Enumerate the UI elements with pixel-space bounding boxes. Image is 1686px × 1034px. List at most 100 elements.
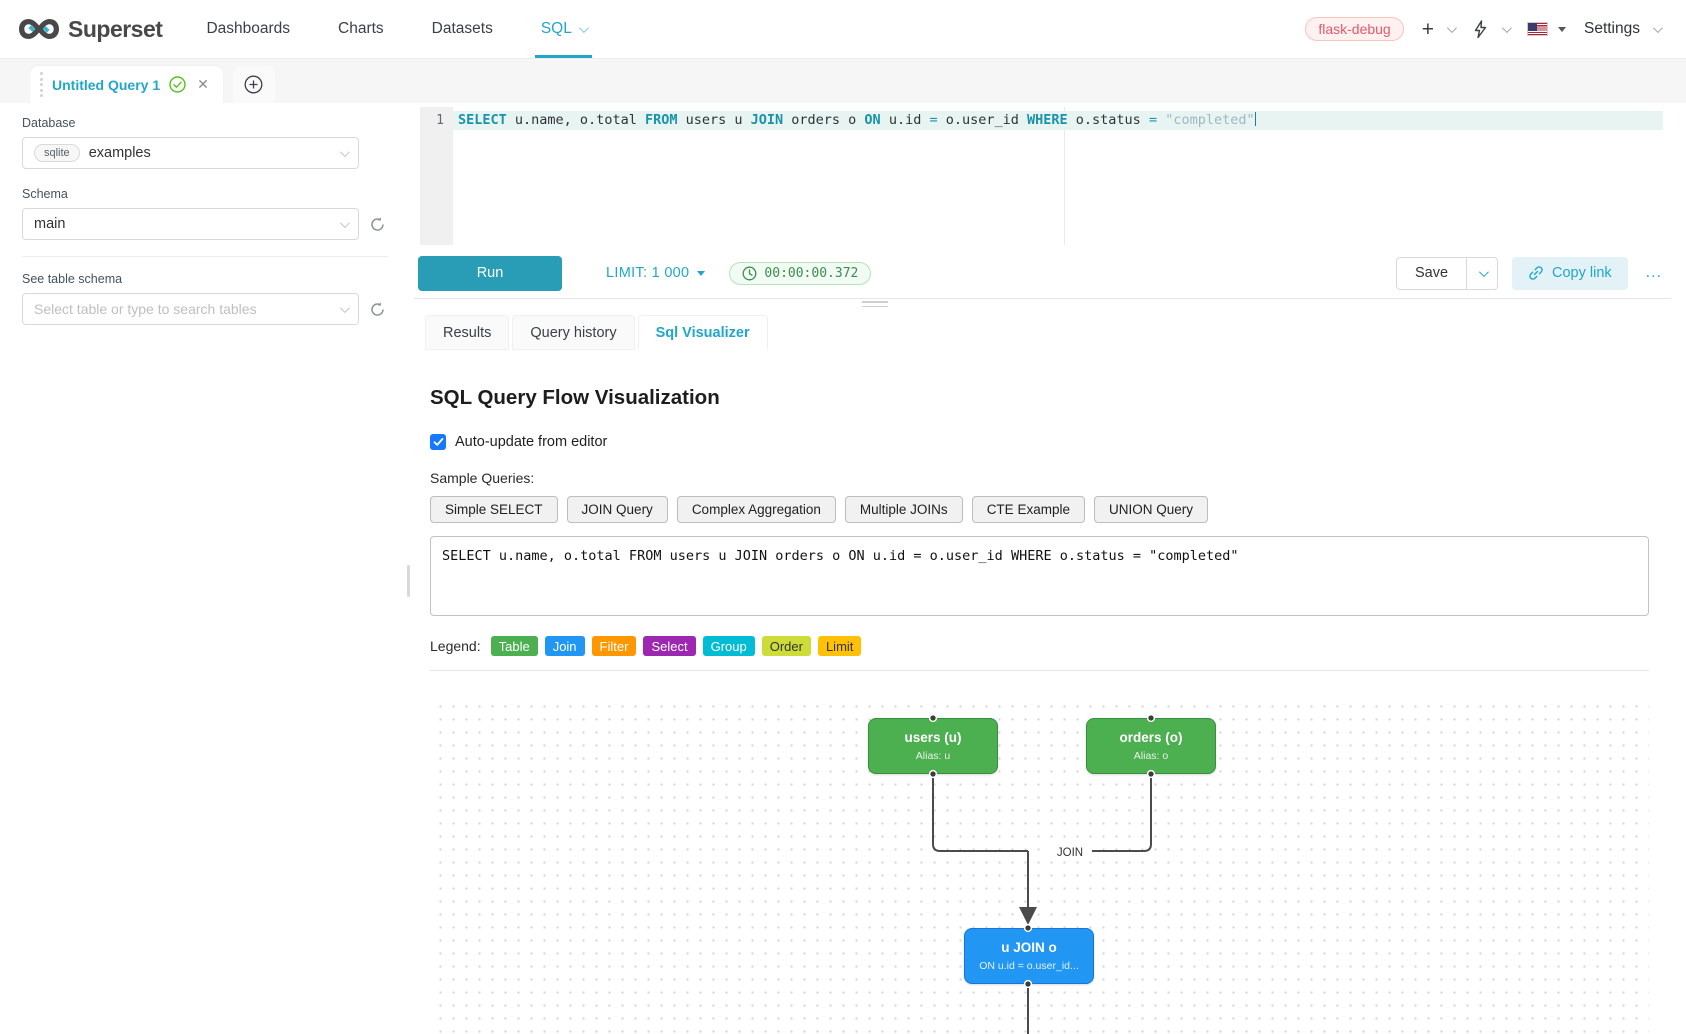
node-join[interactable]: u JOIN o ON u.id = o.user_id... xyxy=(964,928,1094,984)
superset-infinity-icon xyxy=(19,19,59,39)
sql-editor[interactable]: 1 SELECT u.name, o.total FROM users u JO… xyxy=(420,107,1663,245)
legend-order: Order xyxy=(761,636,811,656)
plus-circle-icon xyxy=(244,75,263,94)
refresh-tables-button[interactable] xyxy=(369,301,386,318)
refresh-icon xyxy=(371,301,384,316)
arrowhead-icon xyxy=(1019,907,1037,925)
node-orders-table[interactable]: orders (o) Alias: o xyxy=(1086,718,1216,774)
sqllab-main: 1 SELECT u.name, o.total FROM users u JO… xyxy=(410,103,1686,1034)
save-button[interactable]: Save xyxy=(1395,256,1468,290)
copy-link-button[interactable]: Copy link xyxy=(1512,256,1628,290)
sample-cte-example-button[interactable]: CTE Example xyxy=(971,496,1085,523)
auto-update-checkbox-row[interactable]: Auto-update from editor xyxy=(430,434,1649,450)
sql-code-line: SELECT u.name, o.total FROM users u JOIN… xyxy=(453,111,1663,130)
node-subtitle: Alias: u xyxy=(915,750,951,762)
more-options-button[interactable]: ... xyxy=(1645,264,1662,281)
visualizer-title: SQL Query Flow Visualization xyxy=(430,386,720,409)
schema-select[interactable]: main xyxy=(22,208,359,240)
sample-complex-aggregation-button[interactable]: Complex Aggregation xyxy=(676,496,836,523)
main-nav: Dashboards Charts Datasets SQL xyxy=(182,0,609,58)
chevron-down-icon xyxy=(578,22,589,33)
editor-code-area[interactable]: SELECT u.name, o.total FROM users u JOIN… xyxy=(453,107,1663,245)
legend-limit: Limit xyxy=(817,636,862,656)
nav-charts[interactable]: Charts xyxy=(314,0,408,58)
node-title: users (u) xyxy=(904,730,962,745)
sample-union-query-button[interactable]: UNION Query xyxy=(1093,496,1208,523)
chevron-down-icon xyxy=(339,146,350,157)
query-timer-badge: 00:00:00.372 xyxy=(729,261,872,285)
chevron-down-icon xyxy=(339,217,350,228)
sample-query-buttons: Simple SELECT JOIN Query Complex Aggrega… xyxy=(430,496,1649,523)
tab-sql-visualizer[interactable]: Sql Visualizer xyxy=(637,315,768,350)
line-number: 1 xyxy=(436,113,444,128)
lightning-icon xyxy=(1474,19,1487,38)
navbar-right: flask-debug + Settings xyxy=(1305,17,1686,41)
run-button[interactable]: Run xyxy=(418,255,562,291)
node-title: orders (o) xyxy=(1119,730,1183,745)
database-label: Database xyxy=(22,116,76,130)
toolbar-right: Save Copy link ... xyxy=(1395,256,1666,290)
schema-label: Schema xyxy=(22,187,68,201)
tab-query-history[interactable]: Query history xyxy=(512,315,635,350)
database-engine-badge: sqlite xyxy=(34,144,80,162)
query-flow-diagram[interactable]: users (u) Alias: u orders (o) Alias: o u… xyxy=(430,696,1649,1034)
sample-queries-label: Sample Queries: xyxy=(430,470,535,486)
table-schema-label: See table schema xyxy=(22,272,123,286)
toolbar-divider xyxy=(414,298,1671,299)
sql-input-textarea[interactable] xyxy=(430,536,1649,616)
nav-datasets[interactable]: Datasets xyxy=(408,0,517,58)
query-search-dropdown[interactable] xyxy=(1472,19,1512,39)
sample-simple-select-button[interactable]: Simple SELECT xyxy=(430,496,558,523)
superset-logo[interactable]: Superset xyxy=(0,15,182,43)
node-users-table[interactable]: users (u) Alias: u xyxy=(868,718,998,774)
limit-dropdown[interactable]: LIMIT: 1 000 xyxy=(606,265,706,281)
save-dropdown-button[interactable] xyxy=(1467,256,1499,290)
chevron-down-icon xyxy=(339,302,350,313)
nav-dashboards[interactable]: Dashboards xyxy=(182,0,314,58)
legend-select: Select xyxy=(643,636,696,656)
query-tabstrip: Untitled Query 1 ✕ xyxy=(0,59,1686,103)
text-cursor xyxy=(1254,112,1257,126)
nav-dashboards-label: Dashboards xyxy=(206,20,291,37)
sidebar-resize-handle[interactable] xyxy=(407,565,410,597)
settings-menu[interactable]: Settings xyxy=(1583,20,1663,38)
legend-table: Table xyxy=(490,636,538,656)
tab-query-history-label: Query history xyxy=(530,324,617,341)
node-title: u JOIN o xyxy=(1001,940,1057,955)
save-split-button: Save xyxy=(1395,256,1499,290)
link-icon xyxy=(1529,266,1543,280)
query-tab-untitled-1[interactable]: Untitled Query 1 ✕ xyxy=(30,66,223,103)
drag-handle-icon[interactable] xyxy=(40,72,43,97)
nav-sql[interactable]: SQL xyxy=(517,0,610,58)
schema-select-value: main xyxy=(34,216,66,232)
sidebar-divider xyxy=(22,256,388,257)
sqllab-sidebar: Database sqlite examples Schema main See… xyxy=(0,103,410,1034)
sample-multiple-joins-button[interactable]: Multiple JOINs xyxy=(844,496,963,523)
table-select[interactable]: Select table or type to search tables xyxy=(22,293,359,325)
editor-toolbar: Run LIMIT: 1 000 00:00:00.372 Save xyxy=(418,253,1666,293)
chevron-down-icon xyxy=(1478,266,1489,277)
chevron-down-icon xyxy=(1652,22,1663,33)
query-tab-title: Untitled Query 1 xyxy=(52,76,161,93)
nav-charts-label: Charts xyxy=(338,20,384,37)
top-navbar: Superset Dashboards Charts Datasets SQL … xyxy=(0,0,1686,59)
settings-label: Settings xyxy=(1583,20,1640,37)
close-tab-icon[interactable]: ✕ xyxy=(197,76,209,92)
pane-resize-handle[interactable] xyxy=(862,301,888,310)
tab-results[interactable]: Results xyxy=(425,315,510,350)
sample-join-query-button[interactable]: JOIN Query xyxy=(566,496,668,523)
environment-badge: flask-debug xyxy=(1305,17,1404,41)
refresh-schemas-button[interactable] xyxy=(369,216,386,233)
limit-text: LIMIT: 1 000 xyxy=(606,265,690,281)
new-item-dropdown[interactable]: + xyxy=(1421,17,1457,41)
sql-visualizer-pane: SQL Query Flow Visualization Auto-update… xyxy=(410,350,1686,1034)
legend-row: Legend: Table Join Filter Select Group O… xyxy=(430,636,1649,656)
visualizer-divider xyxy=(430,670,1649,671)
language-picker[interactable] xyxy=(1526,22,1566,36)
checkbox-checked-icon[interactable] xyxy=(430,434,446,450)
database-select[interactable]: sqlite examples xyxy=(22,137,359,169)
timer-value: 00:00:00.372 xyxy=(764,265,859,281)
auto-update-label: Auto-update from editor xyxy=(455,434,608,450)
plus-icon: + xyxy=(1421,17,1434,41)
new-query-tab-button[interactable] xyxy=(232,66,275,103)
